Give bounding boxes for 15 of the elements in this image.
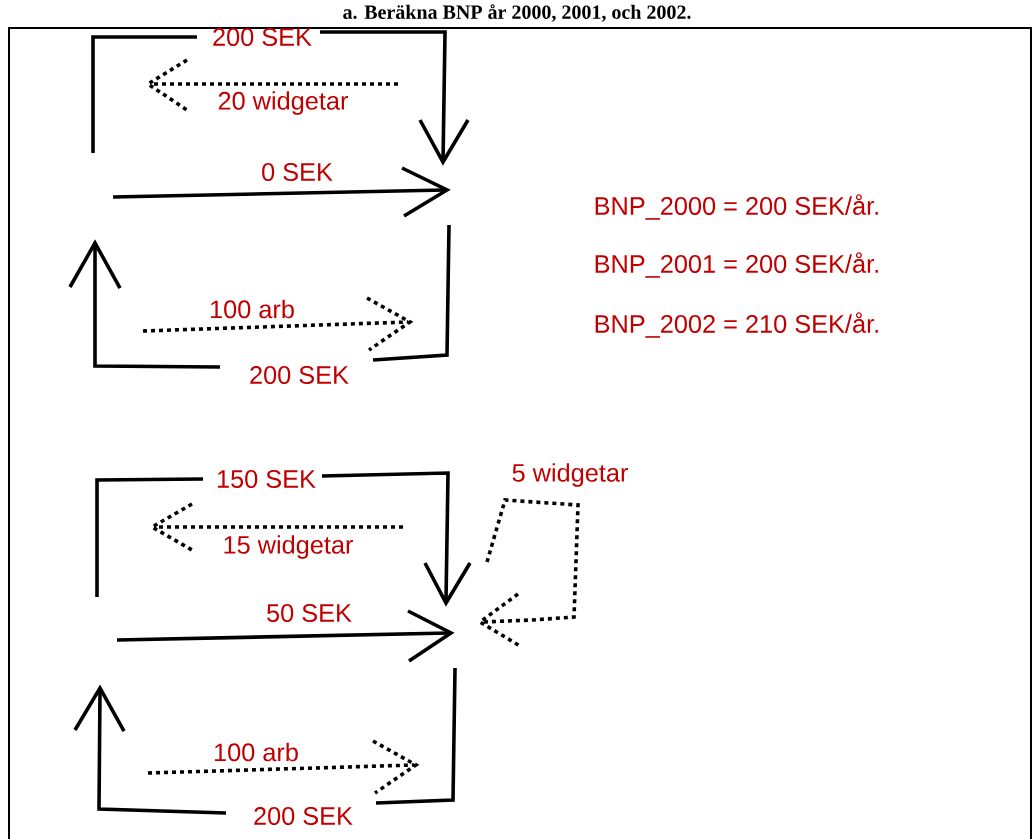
gdp-equation: BNP_2000 = 200 SEK/år. (595, 194, 878, 220)
gdp-equation: BNP_2001 = 200 SEK/år. (595, 252, 878, 278)
gdp-equation: BNP_2002 = 210 SEK/år. (595, 312, 878, 338)
flow-label: 100 arb (210, 299, 294, 319)
flow-label: 5 widgetar (512, 463, 628, 487)
title: a. Beräkna BNP år 2000, 2001, och 2002. (343, 4, 691, 22)
flow-label: 20 widgetar (218, 91, 348, 115)
flow-label: 200 SEK (254, 807, 353, 825)
flow-label: 100 arb (214, 742, 298, 762)
flow-label: 150 SEK (217, 470, 316, 488)
flow-label: 15 widgetar (224, 535, 353, 559)
flow-label: 50 SEK (267, 604, 352, 622)
flow-label: 200 SEK (213, 28, 312, 46)
flow-label: 0 SEK (262, 163, 333, 181)
flow-label: 200 SEK (250, 366, 349, 384)
